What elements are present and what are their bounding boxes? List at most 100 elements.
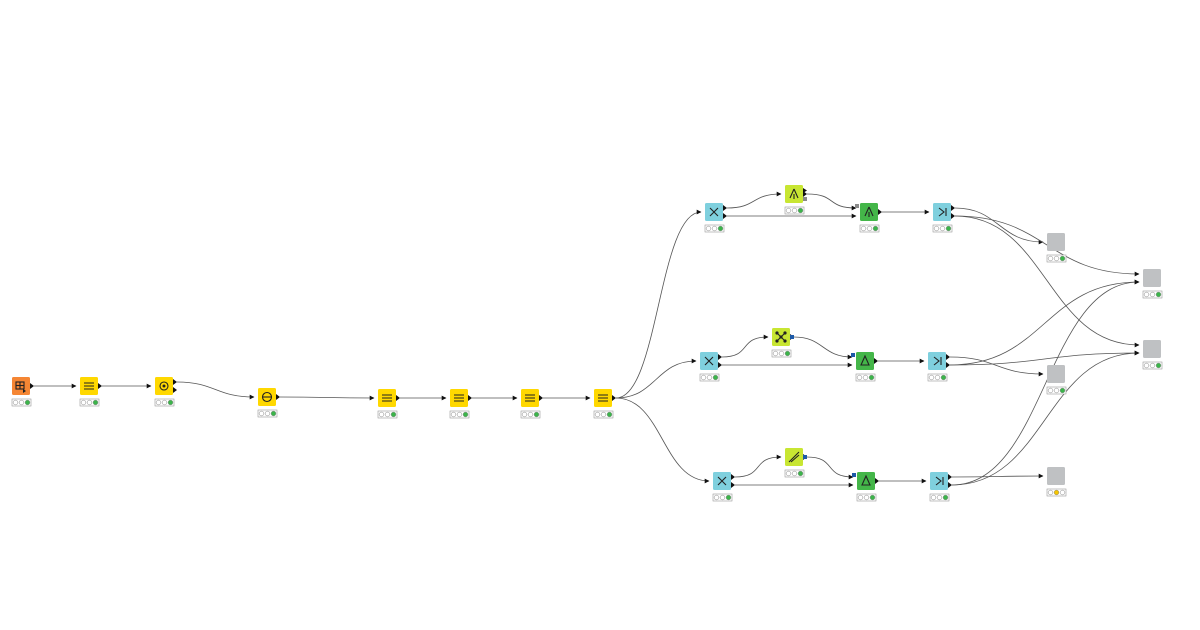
output-port[interactable]: [30, 383, 34, 389]
node-category-to-number[interactable]: [520, 389, 543, 419]
output-port[interactable]: [276, 394, 280, 400]
connection-missing-value-to-normalizer[interactable]: [176, 381, 255, 400]
node-box[interactable]: [933, 203, 951, 221]
partition-icon: [717, 476, 727, 486]
connection-partitioning-2-to-neural-net-learner[interactable]: [721, 334, 769, 358]
output-port[interactable]: [878, 209, 882, 215]
connection-loop-end-3-to-scorer-3[interactable]: [951, 473, 1044, 479]
status-indicator: [784, 469, 805, 478]
node-box[interactable]: [1143, 340, 1161, 358]
string-manipulation-icon: [454, 394, 464, 402]
connection-regression-learner-to-regression-predictor[interactable]: [806, 456, 854, 480]
output-port[interactable]: [946, 362, 950, 368]
loop-end-icon: [933, 356, 942, 366]
connection-column-rename-to-partitioning-2[interactable]: [615, 358, 697, 399]
connection-loop-end-2-to-joiner-2[interactable]: [949, 350, 1140, 366]
node-missing-value[interactable]: [154, 377, 177, 407]
node-box[interactable]: [1047, 467, 1065, 485]
model-port[interactable]: [803, 197, 807, 201]
number-to-string-icon: [382, 394, 392, 402]
partition-icon: [709, 207, 719, 217]
node-tree-learner[interactable]: [784, 185, 807, 215]
decision-tree-icon: [864, 206, 874, 217]
connection-normalizer-to-number-to-string[interactable]: [279, 395, 375, 401]
connection-loop-end-1-to-joiner-2[interactable]: [954, 215, 1140, 348]
output-port[interactable]: [948, 474, 952, 480]
status-indicator: [704, 224, 725, 233]
node-scorer-1[interactable]: [1046, 233, 1067, 263]
node-scorer-3[interactable]: [1046, 467, 1067, 497]
connection-partitioning-3-to-regression-learner[interactable]: [734, 454, 782, 478]
node-column-filter[interactable]: [79, 377, 102, 407]
output-port[interactable]: [874, 358, 878, 364]
status-indicator: [771, 349, 792, 358]
output-port[interactable]: [468, 395, 472, 401]
connection-loop-end-2-to-joiner-1[interactable]: [949, 279, 1140, 366]
node-normalizer[interactable]: [257, 388, 280, 418]
node-joiner-1[interactable]: [1142, 269, 1163, 299]
output-port[interactable]: [98, 383, 102, 389]
model-input-port[interactable]: [851, 353, 855, 357]
output-port[interactable]: [946, 354, 950, 360]
status-indicator: [855, 373, 876, 382]
node-file-reader[interactable]: [11, 377, 34, 407]
output-port[interactable]: [803, 191, 807, 197]
node-joiner-2[interactable]: [1142, 340, 1163, 370]
output-port[interactable]: [612, 395, 616, 401]
node-box[interactable]: [1047, 233, 1065, 251]
connection-column-rename-to-partitioning-1[interactable]: [615, 209, 702, 399]
node-string-manipulation[interactable]: [449, 389, 472, 419]
connection-loop-end-3-to-joiner-1[interactable]: [951, 279, 1140, 486]
node-regression-predictor[interactable]: [852, 472, 879, 502]
output-port[interactable]: [718, 354, 722, 360]
output-port[interactable]: [731, 482, 735, 488]
node-box[interactable]: [1047, 365, 1065, 383]
output-port[interactable]: [951, 205, 955, 211]
output-port[interactable]: [803, 188, 807, 193]
node-number-to-string[interactable]: [377, 389, 400, 419]
connection-tree-learner-to-tree-predictor[interactable]: [806, 193, 857, 211]
output-port[interactable]: [951, 213, 955, 219]
node-neural-net-predictor[interactable]: [851, 352, 878, 382]
output-port[interactable]: [396, 395, 400, 401]
decision-tree-icon: [789, 188, 799, 199]
node-box[interactable]: [930, 472, 948, 490]
connection-loop-end-1-to-scorer-1[interactable]: [954, 207, 1044, 245]
connection-loop-end-3-to-joiner-2[interactable]: [951, 350, 1140, 486]
node-box[interactable]: [928, 352, 946, 370]
node-tree-predictor[interactable]: [855, 203, 882, 233]
node-column-rename[interactable]: [593, 389, 616, 419]
connection-column-rename-to-partitioning-3[interactable]: [615, 397, 710, 484]
connection-loop-end-2-to-scorer-2[interactable]: [949, 356, 1044, 377]
output-port[interactable]: [948, 482, 952, 488]
status-indicator: [1046, 386, 1067, 395]
node-loop-end-2[interactable]: [927, 352, 950, 382]
output-port[interactable]: [731, 474, 735, 480]
output-port[interactable]: [539, 395, 543, 401]
table-icon: [15, 381, 26, 393]
model-port[interactable]: [790, 335, 794, 339]
output-port[interactable]: [723, 213, 727, 219]
node-neural-net-learner[interactable]: [771, 328, 794, 358]
node-box[interactable]: [1143, 269, 1161, 287]
output-port[interactable]: [718, 362, 722, 368]
model-input-port[interactable]: [855, 204, 859, 208]
node-loop-end-3[interactable]: [929, 472, 952, 502]
output-port[interactable]: [173, 387, 177, 393]
model-input-port[interactable]: [852, 473, 856, 477]
node-regression-learner[interactable]: [784, 448, 807, 478]
node-partitioning-1[interactable]: [704, 203, 727, 233]
output-port[interactable]: [173, 379, 177, 385]
output-port[interactable]: [723, 205, 727, 211]
status-indicator: [1142, 361, 1163, 370]
node-partitioning-2[interactable]: [699, 352, 722, 382]
output-port[interactable]: [875, 478, 879, 484]
model-port[interactable]: [803, 455, 807, 459]
node-partitioning-3[interactable]: [712, 472, 735, 502]
node-scorer-2[interactable]: [1046, 365, 1067, 395]
connection-neural-net-learner-to-neural-net-predictor[interactable]: [793, 336, 853, 360]
connection-partitioning-1-to-tree-learner[interactable]: [726, 191, 782, 209]
status-indicator: [699, 373, 720, 382]
node-loop-end-1[interactable]: [932, 203, 955, 233]
